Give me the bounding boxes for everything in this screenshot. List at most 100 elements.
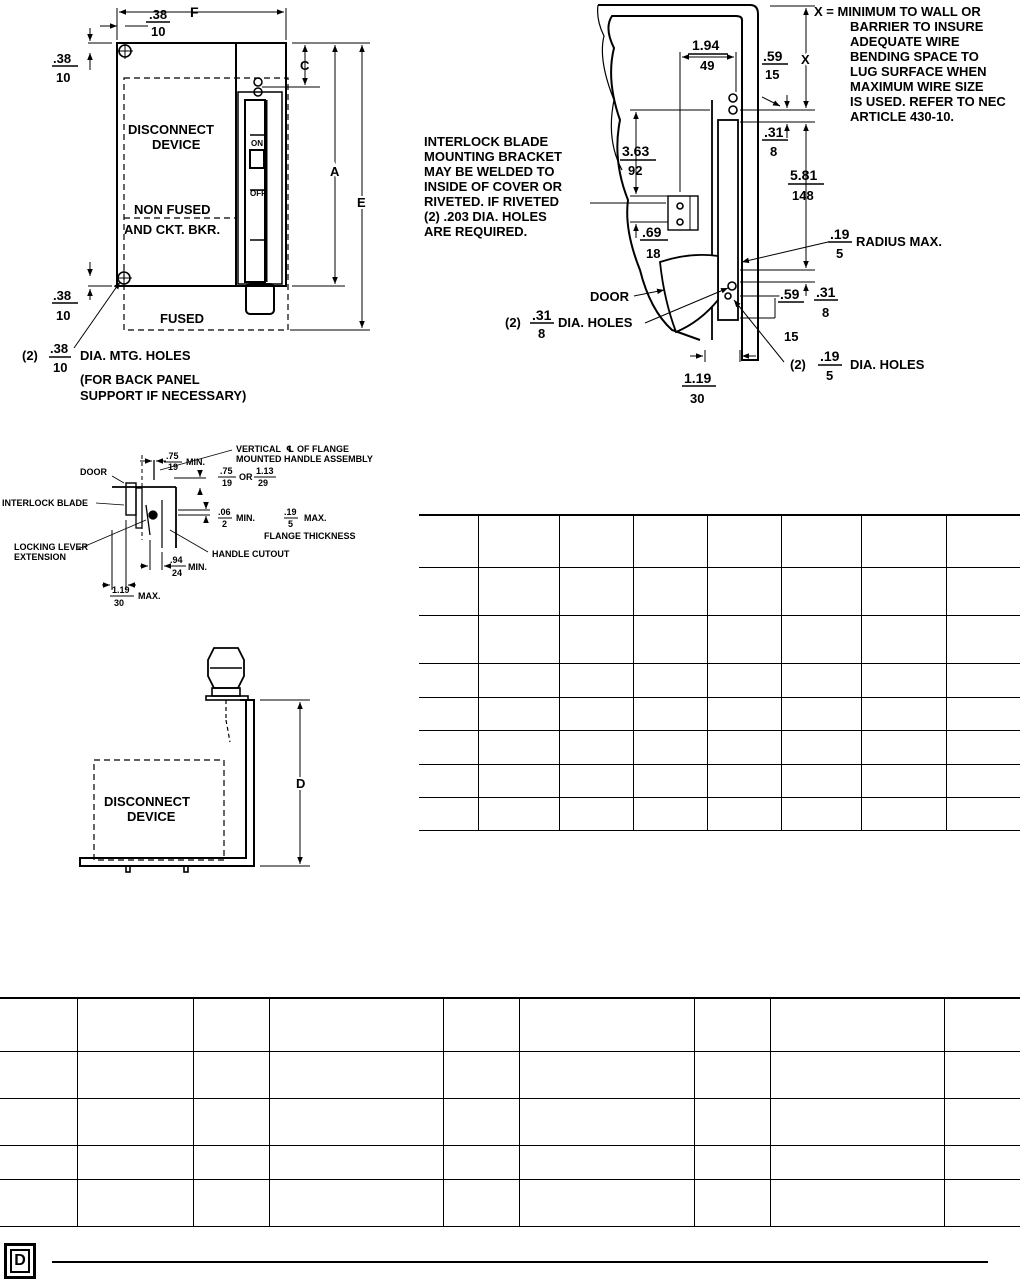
radius-max-label: RADIUS MAX. (856, 234, 942, 249)
dim-x-label: X (801, 52, 810, 67)
dim-119s-num: 1.19 (112, 585, 130, 595)
dim-019s-num: .19 (284, 507, 297, 517)
door-label: DOOR (590, 289, 630, 304)
dim-019s-den: 5 (288, 519, 293, 529)
holes-a-label: DIA. HOLES (558, 315, 633, 330)
switch-off-label: OFF (250, 189, 266, 198)
holes-a-den: 8 (538, 326, 545, 341)
bracket-note-line7: ARE REQUIRED. (424, 224, 527, 239)
x-note-line8: ARTICLE 430-10. (850, 109, 954, 124)
dim-031b-den: 8 (822, 305, 829, 320)
dim-019-num: .19 (830, 226, 850, 242)
table-row (0, 997, 1020, 1052)
dim-194-den: 49 (700, 58, 714, 73)
holes-den: 10 (53, 360, 67, 375)
dim-113-den: 29 (258, 478, 268, 488)
dim-left-bot-den: 10 (56, 308, 70, 323)
centerline-symbol: ℄ (286, 444, 294, 454)
flange-detail-view (75, 449, 298, 597)
table-row (0, 1098, 1020, 1146)
dim-069-den: 18 (646, 246, 660, 261)
x-note-line3: ADEQUATE WIRE (850, 34, 960, 49)
bracket-note-line6: (2) .203 DIA. HOLES (424, 209, 547, 224)
handle-cutout-label: HANDLE CUTOUT (212, 549, 290, 559)
dim-075b-den: 19 (222, 478, 232, 488)
dim-119s-den: 30 (114, 598, 124, 608)
x-note-line6: MAXIMUM WIRE SIZE (850, 79, 984, 94)
table-row (419, 663, 1020, 698)
dim-075-den: 19 (168, 462, 178, 472)
device-label-line1: DISCONNECT (128, 122, 214, 137)
flange-l-bracket (79, 699, 255, 867)
dim-094-num: .94 (170, 555, 183, 565)
enclosure-front-view-text: .38 10 F .38 10 C A E DISCONNECT DEVICE … (22, 4, 368, 403)
x-note-line4: BENDING SPACE TO (850, 49, 979, 64)
side-device-line1: DISCONNECT (104, 794, 190, 809)
dim-194-num: 1.94 (692, 37, 719, 53)
holes-b-den: 5 (826, 368, 833, 383)
side-view-handle (79, 647, 310, 873)
vertical-note-line2: MOUNTED HANDLE ASSEMBLY (236, 454, 373, 464)
door-label-small: DOOR (80, 467, 108, 477)
dim-left-bot-num: .38 (53, 288, 71, 303)
table-row (419, 615, 1020, 664)
enclosure-outline (116, 42, 287, 287)
dim-006-num: .06 (218, 507, 231, 517)
min-label-3: MIN. (188, 562, 207, 572)
table-row (419, 764, 1020, 798)
device-dashed-box (123, 77, 289, 331)
table-row (0, 1051, 1020, 1099)
dim-e-label: E (357, 195, 366, 210)
dim-006-den: 2 (222, 519, 227, 529)
x-note-line5: LUG SURFACE WHEN (850, 64, 987, 79)
dim-059-den: 15 (765, 67, 779, 82)
or-label: OR (239, 472, 253, 482)
bracket-note-line3: MAY BE WELDED TO (424, 164, 555, 179)
holes-b-label: DIA. HOLES (850, 357, 925, 372)
dim-top-num: .38 (149, 7, 167, 22)
dim-d-label: D (296, 776, 305, 791)
dim-031-num: .31 (764, 124, 784, 140)
bracket-note-line1: INTERLOCK BLADE (424, 134, 549, 149)
dim-069-num: .69 (642, 224, 662, 240)
mounting-bracket (667, 195, 699, 231)
holes-note-line1: (FOR BACK PANEL (80, 372, 200, 387)
dim-059b-den: 15 (784, 329, 798, 344)
dim-top-den: 10 (151, 24, 165, 39)
interlock-blade-label: INTERLOCK BLADE (2, 498, 88, 508)
table-row (419, 567, 1020, 616)
dim-363-den: 92 (628, 163, 642, 178)
bracket-note-line2: MOUNTING BRACKET (424, 149, 562, 164)
dim-075-num: .75 (166, 451, 179, 461)
flange-detail-view-text: VERTICAL ℄ OF FLANGE MOUNTED HANDLE ASSE… (2, 444, 373, 608)
vertical-note-line1b: OF FLANGE (297, 444, 349, 454)
switch-handle-assembly (237, 77, 283, 315)
locking-lever-line2: EXTENSION (14, 552, 66, 562)
table-row (419, 697, 1020, 731)
dimension-table-bottom (0, 997, 1020, 1227)
device-dashed-box-side (93, 759, 225, 861)
holes-note-line2: SUPPORT IF NECESSARY) (80, 388, 246, 403)
enclosure-front-view (49, 8, 370, 358)
min-label-1: MIN. (186, 457, 205, 467)
dimension-table-right (419, 514, 1020, 831)
dim-031b-num: .31 (816, 284, 836, 300)
x-note-line7: IS USED. REFER TO NEC (850, 94, 1006, 109)
dim-075b-num: .75 (220, 466, 233, 476)
dim-581-den: 148 (792, 188, 814, 203)
x-note-line2: BARRIER TO INSURE (850, 19, 984, 34)
dim-a-label: A (330, 164, 340, 179)
holes-num: .38 (50, 341, 68, 356)
dim-left-top-num: .38 (53, 51, 71, 66)
table-row (0, 1145, 1020, 1180)
dim-f-label: F (190, 4, 199, 20)
table-row (0, 1179, 1020, 1227)
interlock-blade (717, 119, 739, 321)
holes-b-prefix: (2) (790, 357, 806, 372)
dim-059-num: .59 (763, 48, 783, 64)
dim-363-num: 3.63 (622, 143, 649, 159)
switch-on-label: ON (251, 139, 263, 148)
x-note-line1: X = MINIMUM TO WALL OR (814, 4, 981, 19)
dim-581-num: 5.81 (790, 167, 817, 183)
